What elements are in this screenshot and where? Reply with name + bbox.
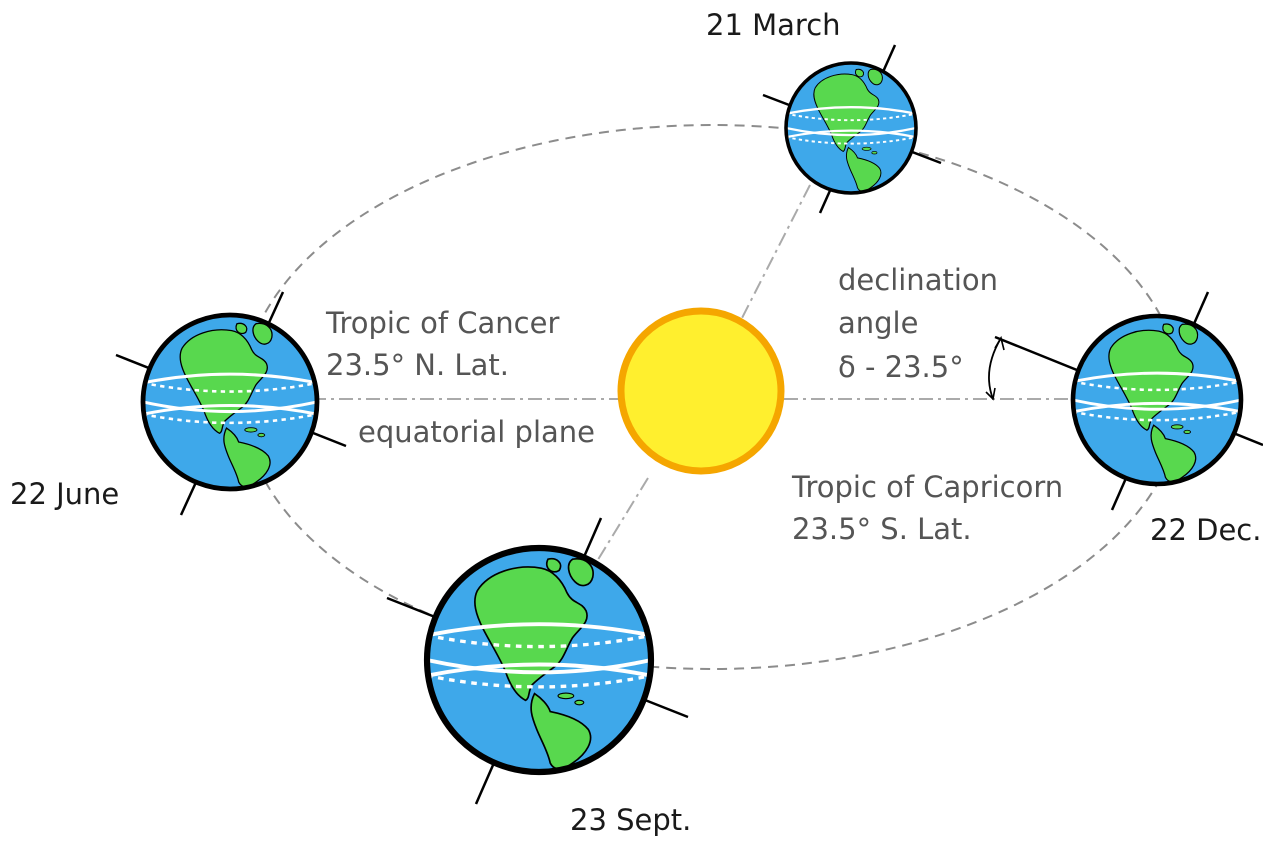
equatorial-plane-label: equatorial plane [358, 415, 595, 449]
sun [617, 307, 785, 475]
tropic-of-cancer-title: Tropic of Cancer [325, 306, 559, 340]
tropic-of-capricorn-title: Tropic of Capricorn [791, 470, 1063, 504]
declination-label: declination [838, 263, 998, 297]
tropic-of-cancer-latitude: 23.5° N. Lat. [326, 348, 509, 382]
label-22-june: 22 June [10, 477, 119, 511]
tropic-of-capricorn-latitude: 23.5° S. Lat. [792, 512, 972, 546]
declination-value-label: δ - 23.5° [838, 350, 964, 384]
equinox-line-lower [587, 477, 649, 577]
globe-march [762, 44, 942, 214]
globe-june [115, 291, 347, 516]
equinox-line-upper [741, 184, 811, 319]
label-22-dec: 22 Dec. [1150, 513, 1261, 547]
declination-angle-label: angle [838, 306, 918, 340]
globe-dec [994, 291, 1263, 511]
label-23-sept: 23 Sept. [570, 803, 691, 837]
declination-arrow-top [994, 335, 1005, 351]
declination-arrow-bottom [985, 387, 996, 401]
label-21-march: 21 March [706, 8, 841, 42]
globe-sept [386, 517, 689, 805]
